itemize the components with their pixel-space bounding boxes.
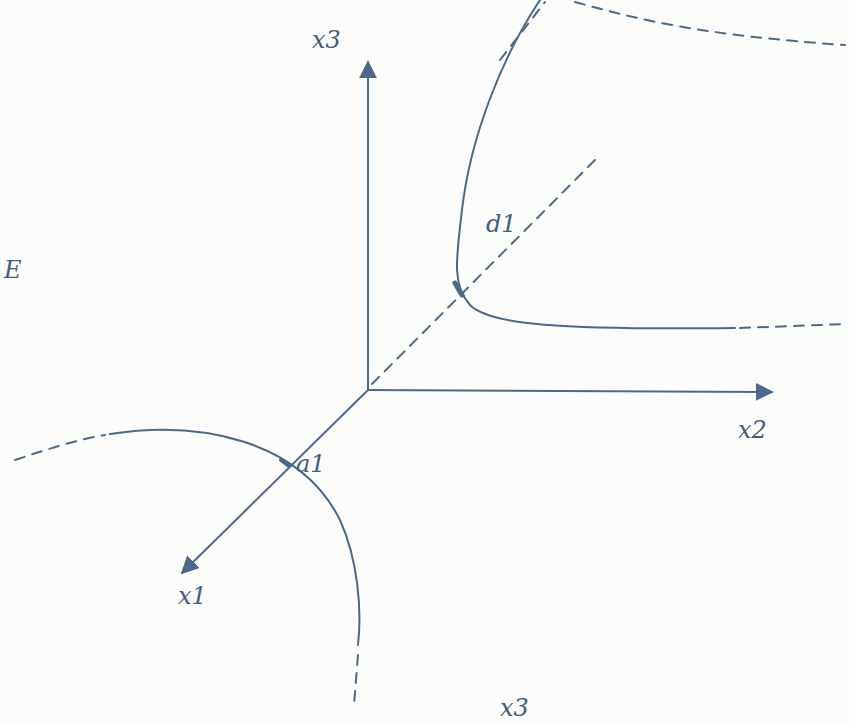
- axis-label: x2: [738, 418, 767, 442]
- x1-axis: [182, 390, 368, 573]
- distance-label: d1: [486, 212, 517, 236]
- hyperbola-curve: [457, 0, 735, 328]
- distance-label: a1: [296, 452, 326, 476]
- x2-axis: [368, 390, 772, 392]
- margin-label: E: [4, 258, 22, 282]
- hyperbola-dashed-top: [575, 2, 845, 45]
- circle-dashed-bottom: [354, 655, 358, 705]
- intercept-mark: [281, 460, 289, 466]
- x3-axis: [367, 62, 369, 390]
- axis-label: x3: [312, 28, 341, 52]
- vertex-mark: [455, 283, 462, 295]
- d1-axis: [372, 155, 600, 384]
- asymptote: [500, 2, 545, 60]
- circle-arc: [110, 430, 359, 645]
- axis-label: x1: [178, 584, 207, 608]
- hyperbola-dashed: [740, 324, 845, 328]
- circle-dashed: [15, 435, 105, 460]
- axis-label: x3: [500, 696, 529, 720]
